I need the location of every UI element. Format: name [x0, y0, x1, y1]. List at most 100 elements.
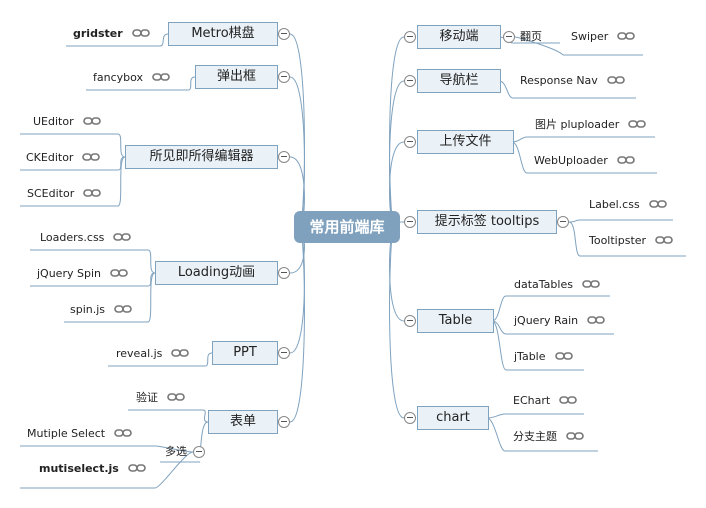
edge-leaf	[486, 413, 506, 419]
topic-table[interactable]: Table	[417, 309, 494, 333]
link-icon	[82, 117, 101, 125]
leaf-label-css[interactable]: Label.css	[589, 198, 667, 212]
topic-ppt[interactable]: PPT	[212, 341, 278, 365]
edge-leaf	[511, 136, 528, 143]
leaf-loaders-css[interactable]: Loaders.css	[40, 231, 132, 245]
leaf-spin-js[interactable]: spin.js	[70, 303, 132, 317]
leaf-ckeditor[interactable]: CKEditor	[26, 151, 101, 165]
subtopic-multiselect[interactable]: 多选	[165, 445, 187, 458]
collapse-metro-icon[interactable]	[278, 28, 290, 40]
leaf-pluploader[interactable]: 图片 pluploader	[535, 118, 647, 132]
leaf-mutiselect-js[interactable]: mutiselect.js	[39, 462, 146, 476]
leaf-mutiple-select[interactable]: Mutiple Select	[27, 427, 132, 441]
topic-loading[interactable]: Loading动画	[155, 261, 278, 285]
link-icon	[554, 352, 573, 360]
link-icon	[587, 316, 605, 324]
leaf-webuploader[interactable]: WebUploader	[534, 154, 635, 168]
link-icon	[113, 233, 132, 241]
collapse-tooltip-children-icon[interactable]	[557, 216, 569, 228]
leaf-reveal-js[interactable]: reveal.js	[116, 347, 190, 361]
link-icon	[582, 280, 600, 288]
link-icon	[128, 464, 146, 472]
leaf-swiper[interactable]: Swiper	[571, 30, 636, 44]
collapse-multiselect-icon[interactable]	[193, 446, 205, 458]
topic-popup[interactable]: 弹出框	[195, 65, 278, 89]
edge-leaf	[486, 417, 506, 452]
root-topic[interactable]: 常用前端库	[294, 211, 400, 243]
leaf-ueditor[interactable]: UEditor	[33, 115, 101, 129]
edge-leaf	[204, 352, 213, 367]
link-icon	[648, 200, 667, 208]
collapse-chart-icon[interactable]	[404, 412, 416, 424]
link-icon	[131, 29, 150, 37]
edge-leaf	[491, 295, 507, 322]
edge-root-right	[389, 36, 405, 228]
leaf-jquery-spin[interactable]: jQuery Spin	[37, 267, 128, 281]
leaf-gridster[interactable]: gridster	[73, 27, 150, 41]
edge-leaf	[154, 451, 194, 489]
edge-leaf	[154, 445, 194, 453]
link-icon	[82, 153, 101, 161]
leaf-branch-topic[interactable]: 分支主题	[513, 430, 584, 444]
collapse-form-icon[interactable]	[278, 416, 290, 428]
leaf-jtable[interactable]: jTable	[514, 350, 573, 364]
leaf-fancybox[interactable]: fancybox	[93, 71, 170, 85]
edge-leaf	[147, 272, 156, 323]
leaf-tooltipster[interactable]: Tooltipster	[589, 234, 673, 248]
topic-editor[interactable]: 所见即所得编辑器	[125, 145, 278, 169]
leaf-echart[interactable]: EChart	[513, 394, 577, 408]
link-icon	[655, 236, 673, 244]
collapse-tooltip-icon[interactable]	[404, 216, 416, 228]
leaf-datatables[interactable]: dataTables	[514, 278, 600, 292]
collapse-editor-icon[interactable]	[278, 151, 290, 163]
collapse-upload-icon[interactable]	[404, 136, 416, 148]
edge-root-left	[289, 76, 305, 228]
link-icon	[617, 156, 635, 164]
link-icon	[83, 189, 102, 197]
link-icon	[628, 120, 647, 128]
edge-leaf	[117, 133, 126, 158]
edge-leaf	[187, 76, 196, 91]
link-icon	[607, 76, 625, 84]
topic-mobile[interactable]: 移动端	[417, 25, 501, 49]
edge-leaf	[511, 141, 528, 174]
topic-metro[interactable]: Metro棋盘	[168, 22, 278, 46]
link-icon	[617, 32, 636, 40]
leaf-validation[interactable]: 验证	[136, 391, 185, 405]
link-icon	[566, 432, 584, 440]
topic-form[interactable]: 表单	[208, 410, 278, 434]
edge-leaf	[514, 36, 564, 56]
topic-tooltip[interactable]: 提示标签 tooltips	[417, 210, 557, 234]
leaf-response-nav[interactable]: Response Nav	[520, 74, 625, 88]
collapse-table-icon[interactable]	[404, 315, 416, 327]
collapse-popup-icon[interactable]	[278, 71, 290, 83]
collapse-mobile-icon[interactable]	[404, 31, 416, 43]
edge-leaf	[159, 33, 169, 47]
subtopic-pagination[interactable]: 翻页	[520, 30, 542, 43]
link-icon	[110, 269, 128, 277]
leaf-sceditor[interactable]: SCEditor	[27, 187, 102, 201]
collapse-ppt-icon[interactable]	[278, 347, 290, 359]
link-icon	[167, 393, 185, 401]
topic-nav[interactable]: 导航栏	[417, 69, 501, 93]
collapse-pagination-icon[interactable]	[503, 31, 515, 43]
edge-leaf	[202, 409, 209, 423]
edge-leaf	[117, 156, 126, 207]
collapse-loading-icon[interactable]	[278, 267, 290, 279]
edge-leaf	[568, 219, 581, 223]
topic-upload[interactable]: 上传文件	[417, 130, 514, 154]
link-icon	[114, 305, 132, 313]
link-icon	[152, 73, 170, 81]
topic-chart[interactable]: chart	[417, 406, 489, 430]
edge-leaf	[568, 221, 581, 257]
leaf-jquery-rain[interactable]: jQuery Rain	[514, 314, 605, 328]
edge-leaf	[491, 320, 507, 371]
link-icon	[559, 396, 577, 404]
collapse-nav-icon[interactable]	[404, 75, 416, 87]
edge-leaf	[498, 80, 514, 99]
edge-root-left	[289, 33, 305, 228]
edge-root-right	[389, 80, 405, 228]
edge-leaf	[147, 249, 156, 274]
link-icon	[171, 349, 190, 357]
edge-root-right	[389, 226, 405, 419]
